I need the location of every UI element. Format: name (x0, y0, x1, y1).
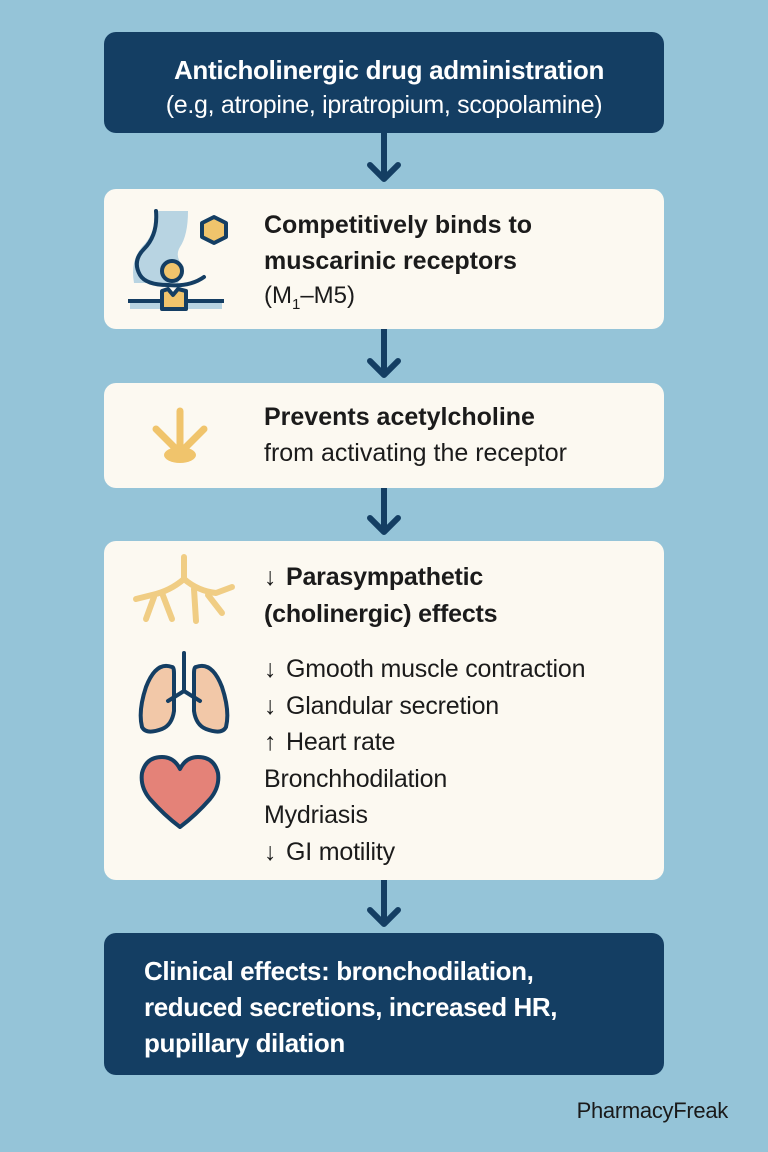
down-arrow-icon (367, 488, 401, 535)
effects-heading: ↓Parasympathetic (264, 563, 484, 591)
effect-item: ↓GI motility (264, 837, 395, 866)
receptor-subtypes: (M1–M5) (264, 282, 356, 313)
step-title: Anticholinergic drug administration (173, 55, 605, 85)
lungs-icon (138, 651, 230, 734)
step-text-line: muscarinic receptors (264, 247, 517, 275)
step-text-line: from activating the receptor (264, 439, 567, 467)
effects-heading: (cholinergic) effects (264, 599, 498, 628)
step-text-line: Competitively binds to (264, 211, 533, 239)
down-arrow-icon (367, 329, 401, 378)
step-receptor-binding: Competitively binds to muscarinic recept… (104, 189, 664, 329)
bronchi-icon (133, 554, 235, 624)
step-subtitle: (e.g, atropine, ipratropium, scopolamine… (165, 91, 603, 119)
step-drug-administration: Anticholinergic drug administration (e.g… (104, 32, 664, 133)
effect-item: ↓Gmooth muscle contraction (264, 655, 586, 683)
brand-watermark: PharmacyFreak (576, 1098, 729, 1123)
effect-item: ↓Glandular secretion (264, 691, 499, 720)
step-parasympathetic-effects: ↓Parasympathetic (cholinergic) effects ↓… (104, 541, 664, 880)
down-arrow-icon (367, 133, 401, 182)
step-text-line: pupillary dilation (144, 1028, 345, 1058)
effect-item: Bronchhodilation (264, 764, 448, 793)
receptor-binding-icon (128, 209, 228, 311)
step-block-acetylcholine: Prevents acetylcholine from activating t… (104, 383, 664, 488)
heart-icon (139, 755, 221, 829)
blocked-acetylcholine-icon (152, 407, 208, 463)
step-text-line: Clinical effects: bronchodilation, (144, 956, 534, 986)
down-arrow-icon (367, 880, 401, 927)
step-text-line: Prevents acetylcholine (264, 403, 535, 431)
effect-item: ↑Heart rate (264, 728, 396, 756)
step-text-line: reduced secretions, increased HR, (144, 992, 558, 1022)
effect-item: Mydriasis (264, 801, 368, 829)
step-clinical-effects: Clinical effects: bronchodilation, reduc… (104, 933, 664, 1075)
